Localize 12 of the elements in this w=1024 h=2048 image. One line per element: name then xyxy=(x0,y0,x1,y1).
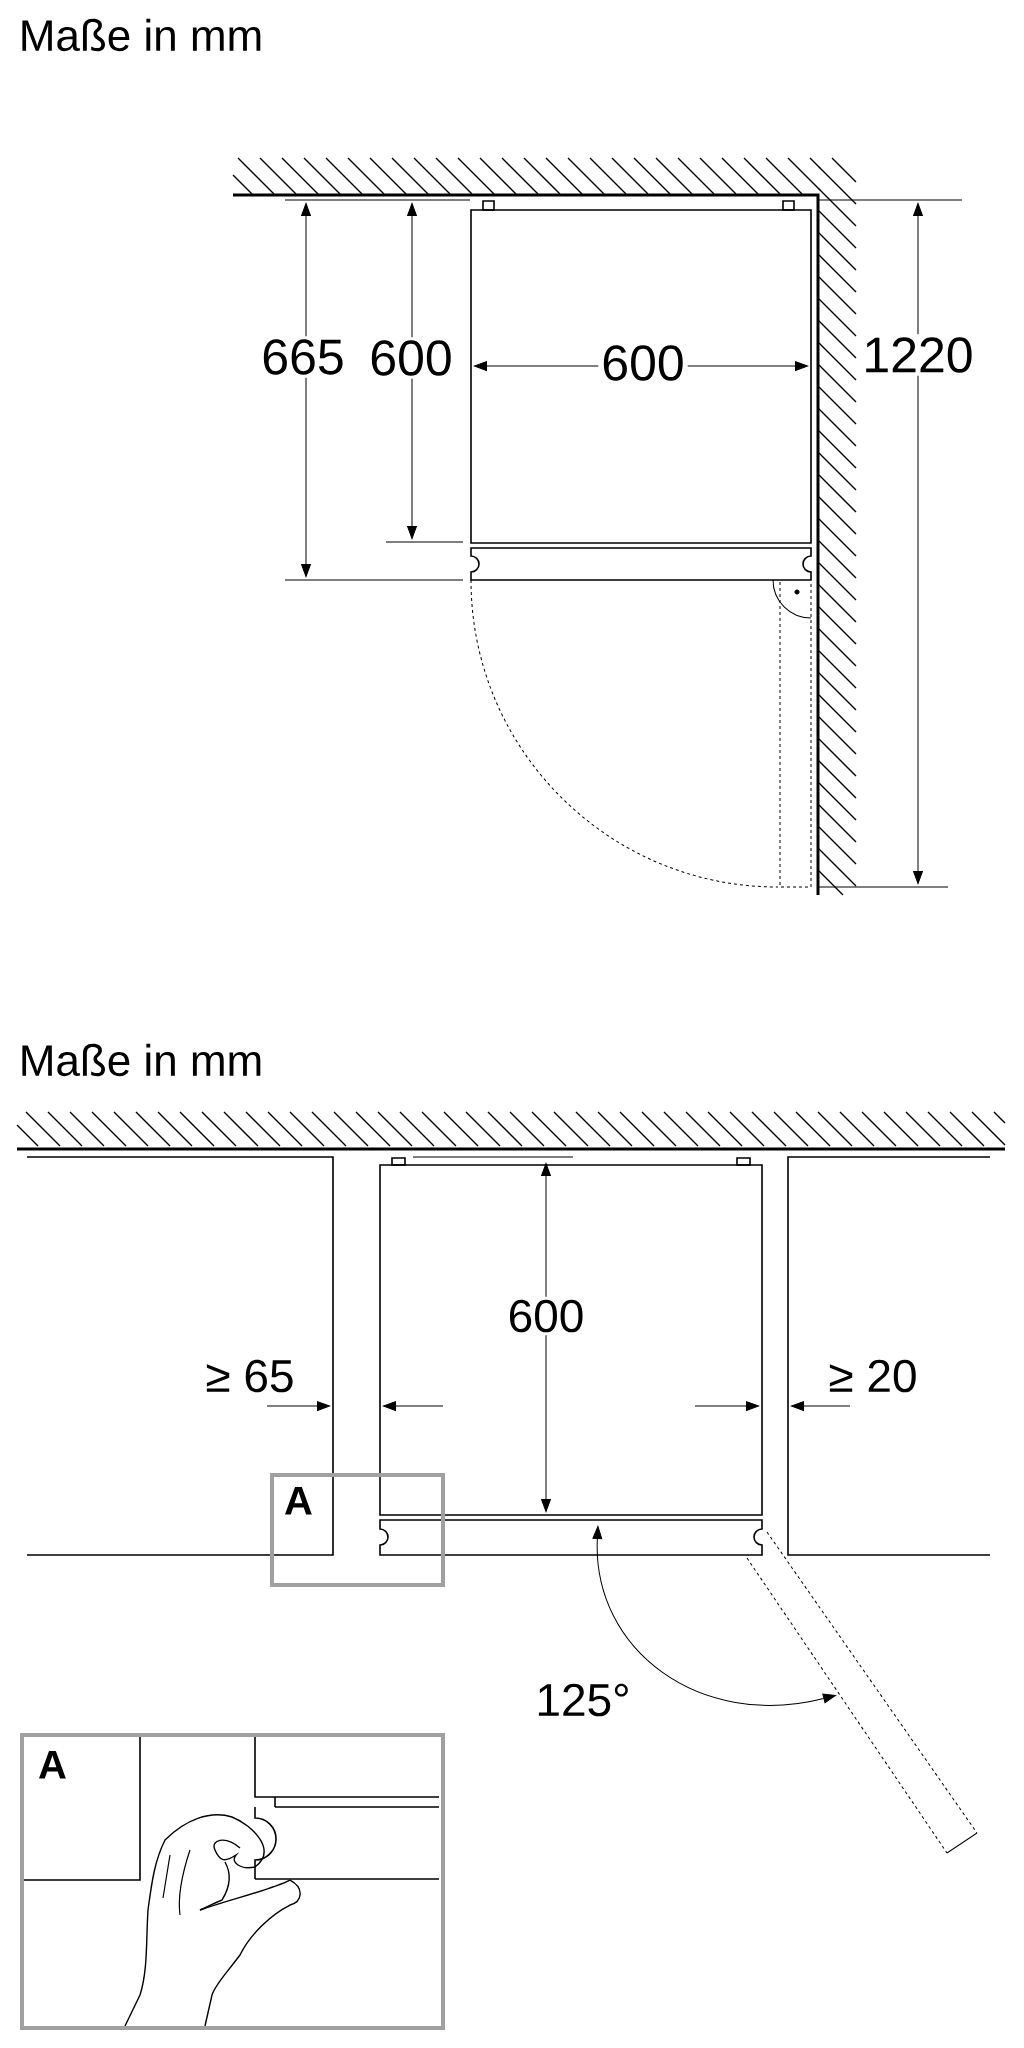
detail-frame: A xyxy=(270,1473,445,1587)
unit-note: Maße in mm xyxy=(22,18,261,52)
dimension-label: 600 xyxy=(366,337,456,379)
clearance-label: ≥ 65 xyxy=(206,1359,293,1393)
clearance-label: ≥ 20 xyxy=(829,1359,916,1393)
detail-frame: A xyxy=(20,1733,445,2030)
dimension-label: 600 xyxy=(504,1296,588,1336)
dimension-label: 1220 xyxy=(859,334,977,376)
angle-label: 125° xyxy=(538,1683,628,1717)
dimension-label: 665 xyxy=(258,336,348,378)
unit-note: Maße in mm xyxy=(22,1043,261,1077)
dimension-label: 600 xyxy=(598,342,688,384)
